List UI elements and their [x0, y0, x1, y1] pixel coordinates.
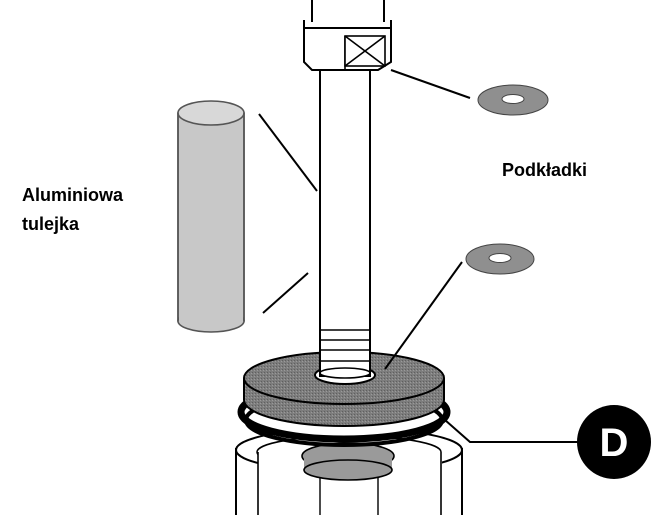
sleeve-label: Aluminiowa tulejka: [22, 181, 123, 239]
callout-d: D: [444, 405, 651, 479]
hex-nut: [303, 0, 392, 71]
washer-top: [477, 84, 549, 116]
washers-label: Podkładki: [502, 160, 588, 180]
washer-bottom: [465, 243, 535, 275]
washer-leader-lines: [384, 69, 471, 370]
sleeve-leader-lines: [258, 113, 318, 314]
base-housing: [235, 427, 463, 515]
sleeve-label-line2: tulejka: [22, 214, 80, 234]
sleeve-label-line1: Aluminiowa: [22, 185, 124, 205]
callout-d-label: D: [600, 421, 629, 465]
shaft: [319, 59, 371, 379]
aluminium-sleeve: [177, 100, 245, 333]
